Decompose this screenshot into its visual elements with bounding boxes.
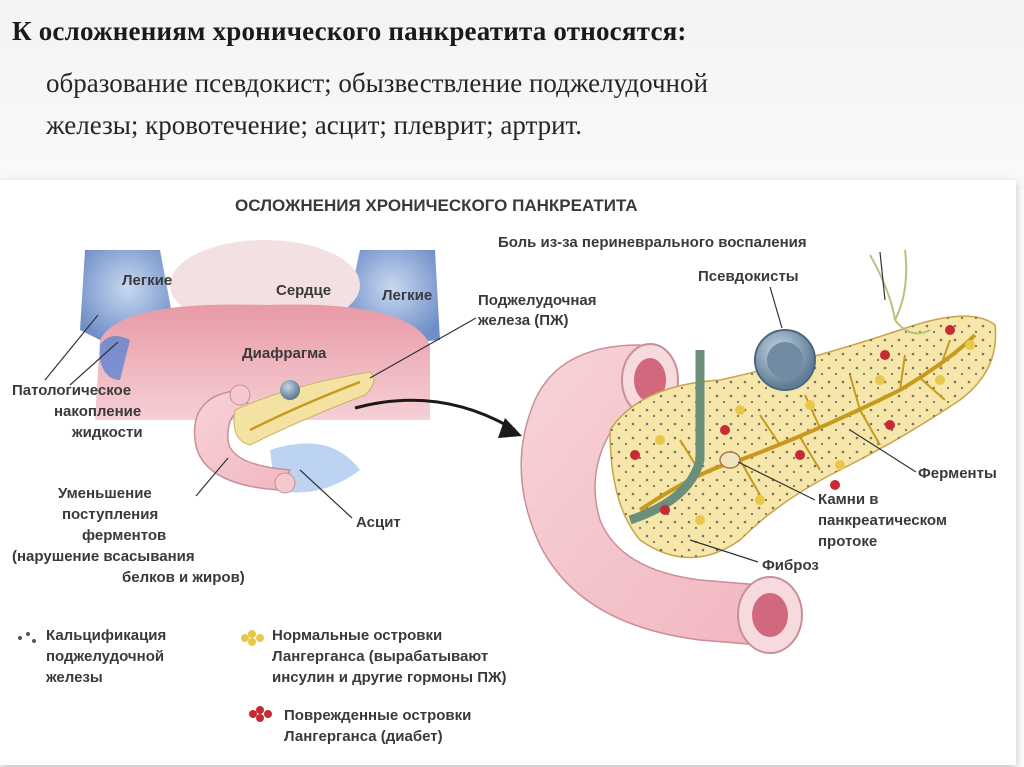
pointer-pancreas [369,317,477,379]
pointer-fibrosis [689,539,759,563]
duct-branches [679,339,951,496]
legend-calc-3: железы [45,669,103,686]
legend-normal-3: инсулин и другие гормоны ПЖ) [272,669,507,686]
label-ferments: Ферменты [918,465,997,482]
legend: Кальцификация поджелудочной железы Норма… [18,627,507,745]
label-pseudocysts: Псевдокисты [698,268,799,285]
label-stones-3: протоке [818,533,877,550]
duodenum-shape [520,344,761,646]
label-fluid-2: накопление [54,403,141,420]
pointer-enzymes [195,457,229,497]
label-fluid-1: Патологическое [12,382,131,399]
left-duodenum-end-2 [274,472,296,494]
label-enzymes-2: поступления [62,506,158,523]
pointer-ascites [299,469,353,519]
legend-calc-2: поджелудочной [46,648,164,665]
label-pain: Боль из-за периневрального воспаления [498,234,807,251]
label-pancreas-1: Поджелудочная [478,292,597,309]
pointer-fluid-2 [69,341,119,386]
legend-normal-icon [241,630,264,646]
normal-islets [655,340,975,525]
duodenum-lumen-top [634,358,666,402]
label-diaphragm: Диафрагма [242,345,327,362]
legend-normal-1: Нормальные островки [272,627,442,644]
diagram-card [0,180,1016,765]
fluid-left-shape [100,336,130,380]
duct-stone [719,451,741,469]
diagram-title: ОСЛОЖНЕНИЯ ХРОНИЧЕСКОГО ПАНКРЕАТИТА [235,196,638,215]
pointer-pseudocysts [769,286,783,329]
label-stones-2: панкреатическом [818,512,947,529]
label-enzymes-3: ферментов [82,527,166,544]
bile-duct [628,350,705,525]
left-duodenum-end [229,384,251,406]
label-enzymes-4: (нарушение всасывания [12,548,195,565]
label-stones-1: Камни в [818,491,878,508]
body-line-1: образование псевдокист; обызвествление п… [46,68,708,98]
pseudocyst-core [767,342,803,378]
label-enzymes-5: белков и жиров) [122,569,245,586]
slide-body-text: образование псевдокист; обызвествление п… [46,62,946,146]
legend-damaged-icon [249,706,272,722]
label-lungs-right: Легкие [382,287,432,304]
damaged-islets [630,325,955,515]
label-fluid-3: жидкости [71,424,143,441]
label-ascites: Асцит [356,514,401,531]
legend-damaged-1: Поврежденные островки [284,707,471,724]
left-pancreas-duct [249,380,361,432]
label-heart: Сердце [276,282,331,299]
label-enzymes-1: Уменьшение [58,485,152,502]
nerve-fibers [869,249,931,335]
zoom-arrowhead [498,418,522,438]
left-pseudocyst [280,380,300,400]
legend-calc-icon [18,632,36,643]
pointer-fluid-1 [44,314,99,381]
header-band [0,0,1024,190]
zoom-arrow [354,398,516,432]
left-anatomy [80,240,440,494]
label-fibrosis: Фиброз [762,557,819,574]
duodenum-lumen-bottom [752,593,788,637]
pointer-ferments [849,429,917,473]
slide-heading: К осложнениям хронического панкреатита о… [12,16,687,46]
legend-damaged-2: Лангерганса (диабет) [284,728,443,745]
label-lungs-left: Легкие [122,272,172,289]
legend-calc-1: Кальцификация [46,627,166,644]
pointer-pain [879,251,886,301]
legend-normal-2: Лангерганса (вырабатывают [272,648,488,665]
body-line-2: железы; кровотечение; асцит; плеврит; ар… [46,110,583,140]
label-pancreas-2: железа (ПЖ) [477,312,569,329]
right-anatomy [520,249,997,654]
pointer-stones [737,461,816,501]
